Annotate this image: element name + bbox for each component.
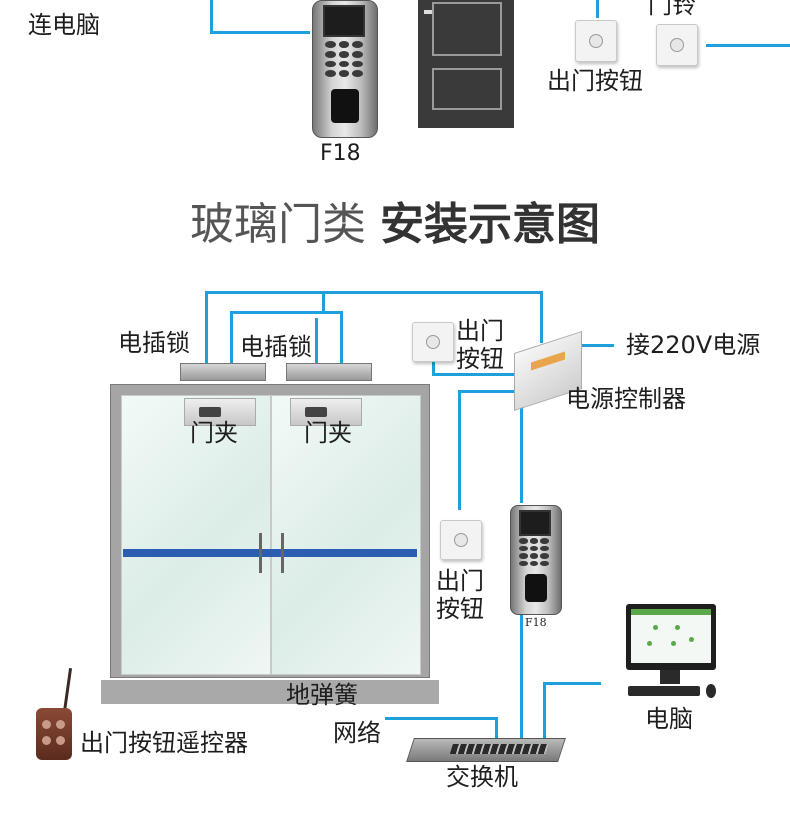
exit-button-label-top: 出门按钮 [547, 67, 643, 95]
power-controller-label: 电源控制器 [566, 385, 686, 413]
fingerprint-sensor [525, 574, 547, 602]
wire-power-to-mid [458, 390, 522, 393]
wire-power-input [578, 344, 614, 347]
glass-door-frame [110, 384, 430, 678]
wire-power-to-reader [520, 403, 523, 503]
wire-lock1-right [315, 318, 318, 363]
reader-screen [519, 510, 551, 536]
wire-bus-top [205, 291, 543, 294]
door-illustration [418, 0, 514, 128]
wire-network-v [495, 717, 498, 741]
remote-label: 出门按钮遥控器 [80, 729, 248, 757]
screen-node-2 [675, 625, 680, 630]
exit-button-middle-line2: 按钮 [436, 595, 484, 623]
door-handle-right [281, 533, 284, 573]
door-clamp-left [184, 398, 256, 426]
wire-top-horizontal [210, 31, 310, 34]
wire-computer-h [543, 682, 601, 685]
wire-doorbell [706, 44, 790, 47]
electric-lock-right [286, 363, 372, 381]
reader-model-label-top: F18 [320, 141, 361, 166]
door-handle-left [259, 533, 262, 573]
remote-button-4 [56, 736, 65, 745]
reader-screen [323, 5, 365, 37]
remote-antenna [62, 668, 73, 712]
remote-button-2 [56, 720, 65, 729]
lock-right-label: 电插锁 [240, 333, 312, 361]
title-bold: 安装示意图 [380, 199, 600, 250]
glass-panel-right [271, 395, 421, 675]
exit-button-top [575, 20, 617, 62]
door-panel-top [432, 2, 502, 56]
keyboard [628, 686, 700, 696]
exit-button-upper-line2: 按钮 [456, 345, 504, 373]
wire-exit-top-h [432, 373, 522, 376]
exit-button-upper-line1: 出门 [456, 317, 504, 345]
door-panel-bottom [432, 68, 502, 110]
f18-reader [510, 505, 562, 615]
screen-node-1 [653, 625, 658, 630]
power-controller-label-plate [531, 351, 565, 371]
power-input-label: 接220V电源 [626, 331, 761, 359]
wire-bus-lock2-right [340, 311, 343, 363]
wire-bus-left-drop [205, 291, 208, 363]
network-switch [406, 738, 566, 762]
exit-button-middle-line1: 出门 [436, 567, 484, 595]
door-clamp-right [290, 398, 362, 426]
remote-control [36, 708, 72, 760]
computer-label: 电脑 [645, 705, 693, 733]
wire-exit-button-top [596, 0, 599, 18]
switch-label: 交换机 [446, 763, 518, 791]
connect-computer-label: 连电脑 [28, 11, 100, 39]
wire-top-vertical [210, 0, 213, 33]
screen-node-3 [647, 641, 652, 646]
screen-node-5 [689, 637, 694, 642]
clamp-right-label: 门夹 [304, 419, 352, 447]
floor-spring-bar [101, 680, 439, 704]
fingerprint-sensor [331, 89, 359, 123]
wire-bus-center-drop [322, 291, 325, 313]
monitor-stand [660, 670, 680, 684]
remote-button-3 [42, 736, 51, 745]
computer-monitor [626, 604, 716, 670]
screen-header [631, 609, 711, 615]
screen-node-4 [671, 641, 676, 646]
door-blue-strip [123, 549, 417, 557]
wire-exit-top-v [432, 360, 435, 376]
reader-keypad [519, 538, 549, 566]
wire-bus-right-drop [540, 291, 543, 343]
reader-model-label: F18 [525, 616, 547, 629]
wire-bus-lock2-left [230, 311, 233, 363]
wire-bus-center-h [230, 311, 342, 314]
door-handle [424, 10, 432, 14]
lock-left-label: 电插锁 [118, 329, 190, 357]
remote-button-1 [42, 720, 51, 729]
doorbell-label: 门铃 [648, 0, 696, 19]
wire-reader-to-switch [520, 614, 523, 740]
glass-panel-left [121, 395, 271, 675]
wire-network-h [385, 717, 497, 720]
clamp-left-label: 门夹 [190, 419, 238, 447]
exit-button-middle [440, 520, 482, 560]
mouse [706, 684, 716, 698]
switch-ports [449, 744, 549, 754]
page-title: 玻璃门类 安装示意图 [0, 188, 790, 252]
f18-reader-top [312, 0, 378, 138]
wire-mid-exit-v [458, 390, 461, 510]
reader-keypad [325, 41, 363, 77]
wire-computer-v [543, 682, 546, 742]
electric-lock-left [180, 363, 266, 381]
doorbell-button [656, 24, 698, 66]
floor-spring-label: 地弹簧 [286, 681, 358, 709]
title-light: 玻璃门类 [190, 199, 366, 250]
exit-button-upper [412, 322, 454, 362]
network-label: 网络 [333, 719, 381, 747]
monitor-screen [631, 609, 711, 663]
